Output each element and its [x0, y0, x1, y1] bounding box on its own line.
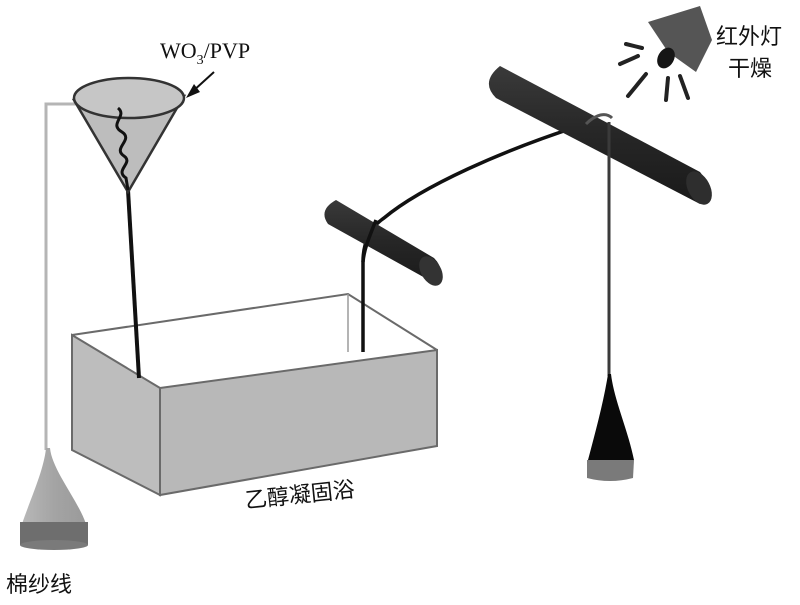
ir-lamp-label-line1: 红外灯 — [716, 25, 782, 50]
solution-label-subscript: 3 — [197, 53, 204, 68]
solution-label-tail: /PVP — [204, 38, 250, 63]
arrow-head-icon — [186, 84, 200, 98]
cotton-thread-label: 棉纱线 — [6, 573, 72, 598]
coagulated-fiber — [361, 118, 599, 352]
ethanol-bath-label: 乙醇凝固浴 — [244, 478, 356, 514]
svg-text:WO3/PVP: WO3/PVP — [160, 38, 250, 68]
take-up-roller — [488, 66, 712, 205]
guide-roller — [324, 200, 443, 286]
ethanol-coagulation-bath — [71, 292, 438, 497]
cotton-thread-spool — [20, 448, 88, 550]
solution-label: WO3/PVP — [160, 38, 250, 98]
ir-lamp-label-line2: 干燥 — [728, 57, 772, 82]
solution-label-main: WO — [160, 38, 197, 63]
cotton-thread — [44, 102, 84, 450]
infrared-lamp — [618, 6, 712, 102]
solution-funnel — [71, 76, 187, 195]
lamp-rays-icon — [618, 42, 690, 102]
weight-cone — [587, 374, 634, 481]
wet-fiber-from-funnel — [126, 189, 141, 379]
